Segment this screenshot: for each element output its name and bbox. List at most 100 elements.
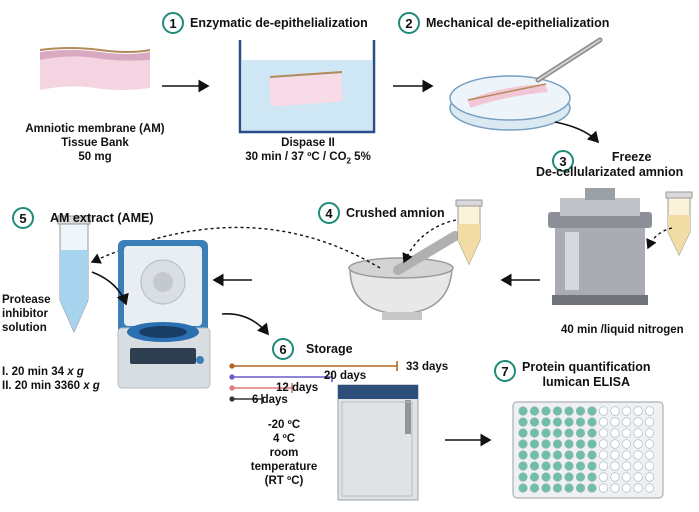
elisa-well — [541, 450, 551, 460]
elisa-well — [633, 406, 643, 416]
step-1-number: 1 — [162, 12, 184, 34]
step-6-title: Storage — [306, 342, 353, 356]
elisa-well — [598, 450, 609, 460]
elisa-well — [552, 483, 563, 493]
dispase-label-line2: 30 min / 37 ºC / CO2 5% — [245, 151, 371, 166]
elisa-well — [633, 472, 643, 482]
dashed-arrow-tube-to-mortar — [402, 219, 457, 264]
step-4-title: Crushed amnion — [346, 206, 445, 220]
elisa-well — [552, 472, 563, 482]
elisa-well — [610, 439, 620, 449]
sample-tube-crushed-illustration — [455, 199, 483, 266]
storage-line-start-33 — [229, 363, 235, 369]
elisa-well — [518, 483, 528, 493]
elisa-well — [564, 461, 574, 471]
step-7: 7 Protein quantification lumican ELISA — [494, 360, 650, 390]
am-label: Amniotic membrane (AM) Tissue Bank 50 mg — [10, 122, 180, 164]
elisa-well — [621, 417, 632, 427]
step-5-title: AM extract (AME) — [50, 211, 154, 225]
elisa-well — [552, 450, 563, 460]
elisa-well — [541, 406, 551, 416]
elisa-well — [529, 439, 540, 449]
elisa-well — [587, 461, 597, 471]
storage-label-20: 20 days — [324, 370, 367, 382]
amniotic-membrane-illustration — [39, 47, 151, 90]
elisa-well — [541, 461, 551, 471]
elisa-well — [610, 450, 620, 460]
centrifuge-label-line1: I. 20 min 34 x g — [2, 366, 84, 378]
step-3: 3 Freeze De-cellularizated amnion — [536, 150, 683, 180]
elisa-well — [529, 428, 540, 438]
elisa-well — [518, 406, 528, 416]
step-7-title-line1: Protein quantification — [522, 360, 651, 374]
step-7-title-line2: lumican ELISA — [542, 375, 630, 389]
elisa-well — [621, 428, 632, 438]
elisa-well — [610, 461, 620, 471]
elisa-well — [552, 428, 563, 438]
elisa-well — [621, 472, 632, 482]
storage-line-start-20 — [229, 374, 235, 380]
elisa-well — [529, 483, 540, 493]
storage-temp-line5: (RT ºC) — [264, 475, 304, 487]
mortar-pestle-illustration — [348, 231, 460, 320]
elisa-well — [633, 428, 643, 438]
storage-label-33: 33 days — [406, 361, 449, 373]
elisa-well — [541, 439, 551, 449]
storage-timelines — [229, 361, 398, 404]
step-2-title: Mechanical de-epithelialization — [426, 16, 610, 30]
elisa-well — [518, 472, 528, 482]
elisa-well — [644, 417, 655, 427]
am-label-line1: Amniotic membrane (AM) — [25, 123, 165, 135]
elisa-well — [598, 428, 609, 438]
step-5: 5 AM extract (AME) — [12, 207, 154, 229]
elisa-well — [610, 472, 620, 482]
elisa-well — [552, 417, 563, 427]
storage-label-12: 12 days — [276, 382, 319, 394]
arrow-tube-to-centrifuge — [91, 271, 129, 306]
elisa-well — [575, 450, 586, 460]
step-7-number: 7 — [494, 360, 516, 382]
arrow-petri-to-freeze — [554, 121, 600, 144]
centrifuge-label: I. 20 min 34 x g II. 20 min 3360 x g — [2, 365, 100, 393]
elisa-well — [633, 417, 643, 427]
elisa-well — [587, 472, 597, 482]
centrifuge-label-line2: II. 20 min 3360 x g — [2, 380, 100, 392]
elisa-well — [575, 417, 586, 427]
elisa-well — [621, 406, 632, 416]
elisa-plate-illustration — [512, 401, 664, 499]
sample-tube-right-illustration — [665, 191, 693, 257]
elisa-well — [598, 483, 609, 493]
elisa-well — [564, 439, 574, 449]
elisa-well — [644, 450, 655, 460]
elisa-well — [633, 461, 643, 471]
elisa-well — [518, 439, 528, 449]
dispase-beaker-illustration — [238, 40, 376, 134]
elisa-well — [564, 417, 574, 427]
elisa-well — [598, 439, 609, 449]
storage-temp-line3: room — [269, 447, 299, 459]
elisa-well — [518, 461, 528, 471]
elisa-well — [552, 439, 563, 449]
elisa-well — [575, 439, 586, 449]
storage-line-start-12 — [229, 385, 235, 391]
elisa-well — [633, 483, 643, 493]
elisa-well — [633, 450, 643, 460]
elisa-well — [529, 450, 540, 460]
dashed-arrow-mortar-to-tube — [90, 226, 381, 269]
elisa-well — [564, 472, 574, 482]
dispase-label-line1: Dispase II — [281, 137, 335, 149]
protease-tube-illustration — [57, 215, 91, 334]
protease-label-line2: inhibitor — [2, 308, 48, 320]
elisa-well — [598, 472, 609, 482]
elisa-well — [610, 406, 620, 416]
step-2-number: 2 — [398, 12, 420, 34]
elisa-well — [587, 406, 597, 416]
step-2: 2 Mechanical de-epithelialization — [398, 12, 609, 34]
elisa-well — [518, 450, 528, 460]
elisa-well — [587, 439, 597, 449]
elisa-well — [598, 461, 609, 471]
elisa-well — [541, 417, 551, 427]
storage-label-6: 6 days — [252, 394, 288, 406]
step-5-number: 5 — [12, 207, 34, 229]
arrow-centrifuge-to-storage — [221, 313, 270, 336]
